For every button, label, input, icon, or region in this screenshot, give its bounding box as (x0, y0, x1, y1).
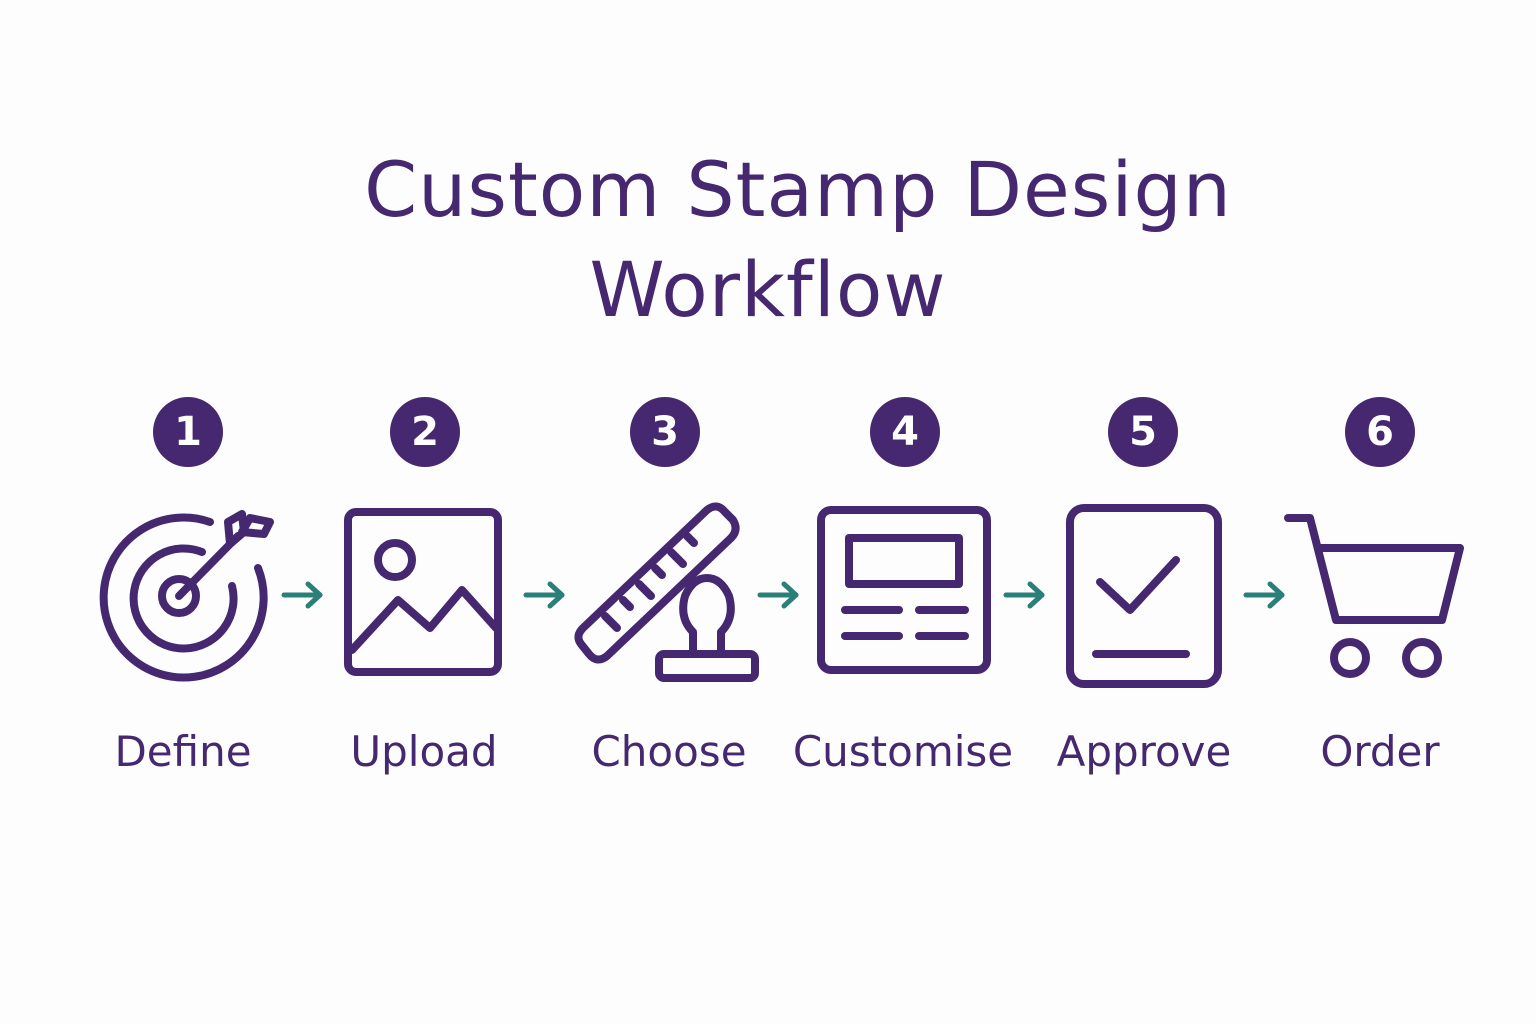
step-5-label: Approve (1056, 727, 1232, 776)
step-3-label: Choose (591, 727, 747, 776)
arrow-4-icon (1003, 580, 1048, 610)
step-2-label: Upload (350, 727, 498, 776)
arrow-5-icon (1243, 580, 1288, 610)
page-title: Custom Stamp Design (364, 145, 1232, 234)
image-icon (340, 500, 510, 680)
target-icon (90, 500, 280, 690)
arrow-2-icon (523, 580, 568, 610)
step-1-badge: 1 (153, 397, 223, 467)
arrow-3-icon (757, 580, 802, 610)
shopping-cart-icon (1282, 500, 1472, 690)
layout-icon (815, 500, 995, 680)
page-title-line-2: Workflow (589, 245, 947, 334)
step-4-badge: 4 (870, 397, 940, 467)
checkbox-icon (1062, 500, 1226, 690)
ruler-stamp-icon (574, 500, 765, 690)
step-1-label: Define (114, 727, 252, 776)
step-4-label: Customise (792, 727, 1014, 776)
step-6-badge: 6 (1345, 397, 1415, 467)
arrow-1-icon (281, 580, 326, 610)
step-3-badge: 3 (630, 397, 700, 467)
step-5-badge: 5 (1108, 397, 1178, 467)
step-2-badge: 2 (390, 397, 460, 467)
step-6-label: Order (1320, 727, 1440, 776)
